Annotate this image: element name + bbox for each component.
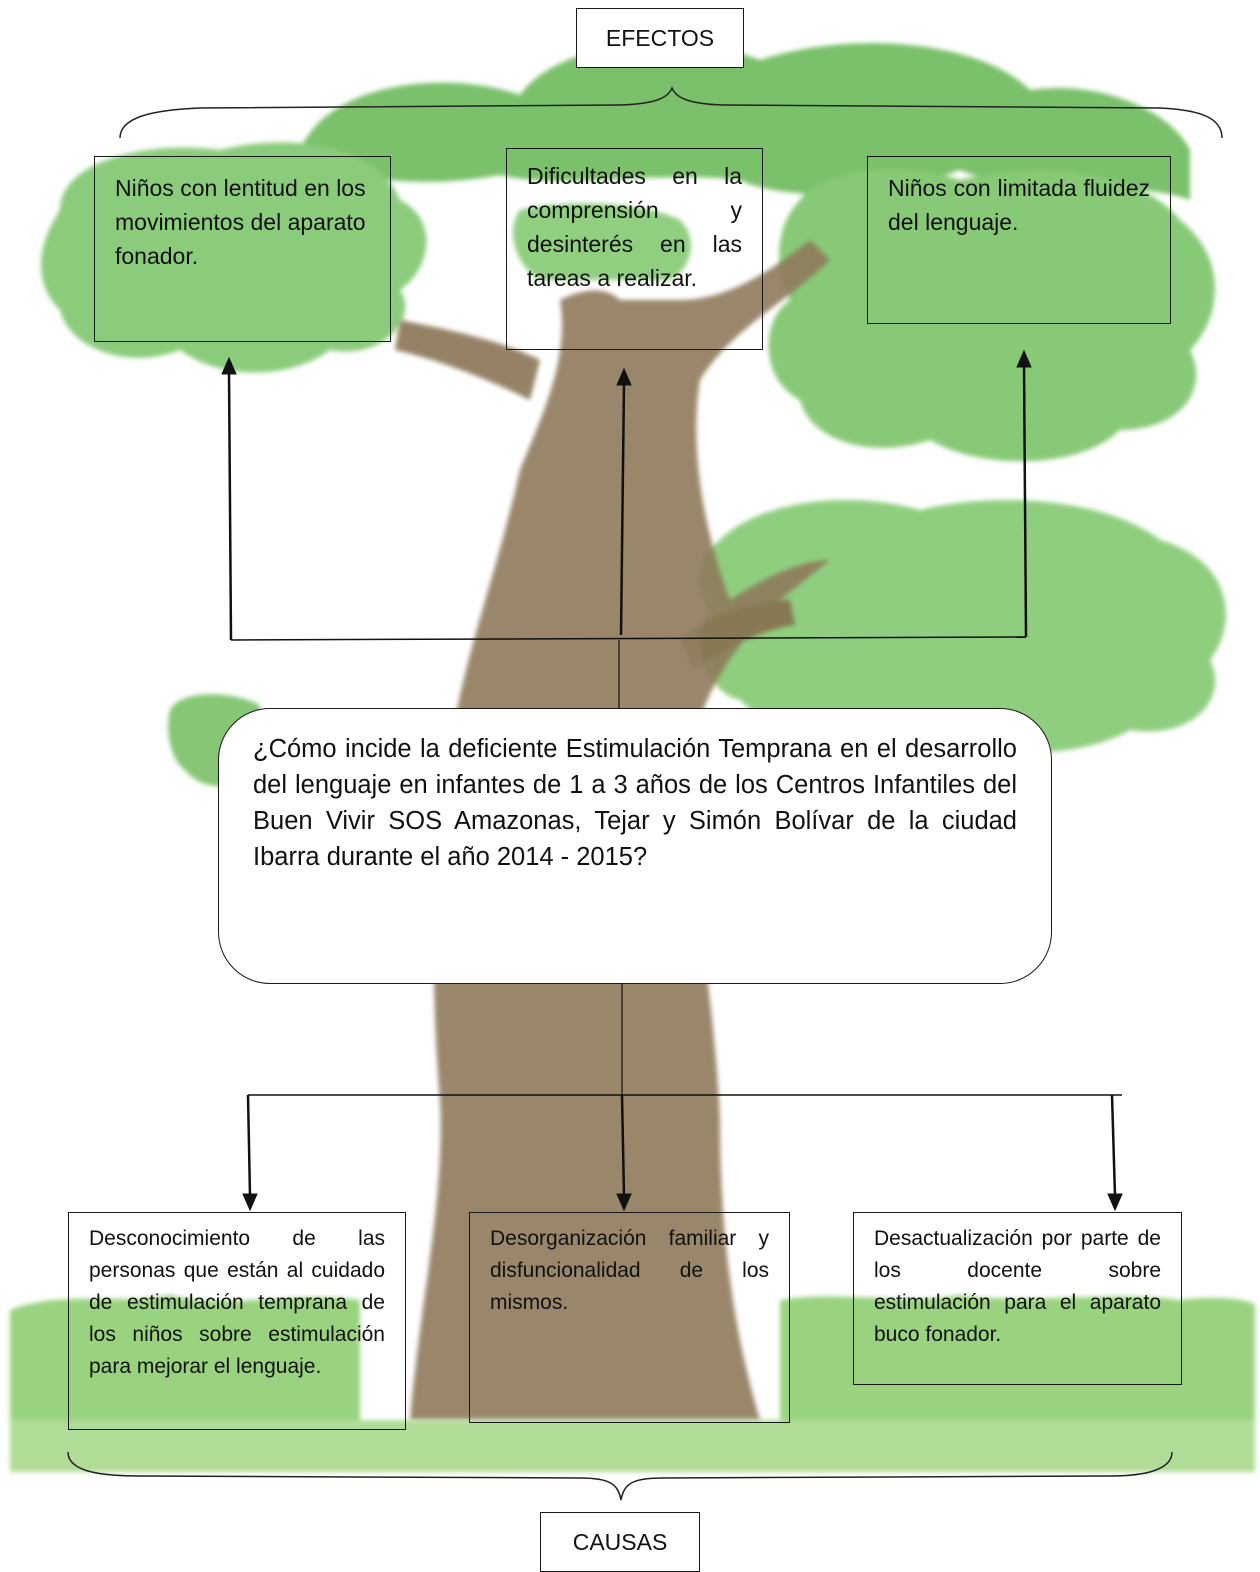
effects-label-text: EFECTOS (605, 24, 715, 51)
effect-text-3: Niños con limitada fluidez del lenguaje. (888, 175, 1150, 235)
branch-left (395, 320, 540, 400)
effect-box-3: Niños con limitada fluidez del lenguaje. (867, 156, 1171, 324)
effect-text-1: Niños con lentitud en los movimientos de… (115, 175, 366, 269)
cause-box-3: Desactualización por parte de los docent… (853, 1212, 1182, 1385)
foliage-center (512, 203, 691, 280)
ground-strip (10, 1420, 1255, 1472)
arrowhead-up-center (616, 367, 632, 386)
cause-connectors (242, 984, 1123, 1212)
foliage-right-low (699, 500, 1226, 753)
branch-lower (680, 600, 795, 670)
arrowhead-up-left (221, 356, 237, 375)
foliage-left (41, 142, 427, 373)
effect-box-1: Niños con lentitud en los movimientos de… (94, 156, 391, 342)
arrowhead-up-right (1016, 349, 1032, 368)
effect-text-2: Dificultades en la comprensión y desinte… (527, 163, 742, 291)
arrowhead-down-right (1107, 1193, 1123, 1212)
causes-brace (67, 1451, 1173, 1501)
cause-text-1: Desconocimiento de las personas que está… (89, 1227, 385, 1378)
cause-box-2: Desorganización familiar y disfuncionali… (469, 1212, 790, 1423)
effects-brace (119, 85, 1223, 139)
effect-box-2: Dificultades en la comprensión y desinte… (506, 148, 763, 350)
ground (10, 1295, 1255, 1472)
arrowhead-down-left (242, 1193, 258, 1212)
cause-text-2: Desorganización familiar y disfuncionali… (490, 1227, 769, 1314)
foliage-top (300, 43, 1190, 200)
grass-band (10, 1295, 360, 1420)
foliage-right (768, 169, 1215, 462)
tree-foliage (41, 43, 1226, 787)
causes-label: CAUSAS (540, 1512, 700, 1572)
problem-statement-box: ¿Cómo incide la deficiente Estimulación … (218, 708, 1052, 984)
problem-statement-text: ¿Cómo incide la deficiente Estimulación … (253, 735, 1017, 871)
effects-label: EFECTOS (576, 8, 744, 68)
causes-label-text: CAUSAS (572, 1528, 668, 1555)
grass-band-right (780, 1295, 1255, 1420)
cause-text-3: Desactualización por parte de los docent… (874, 1227, 1161, 1346)
cause-box-1: Desconocimiento de las personas que está… (68, 1212, 406, 1430)
effect-connectors (221, 349, 1032, 708)
arrowhead-down-center (616, 1193, 632, 1212)
